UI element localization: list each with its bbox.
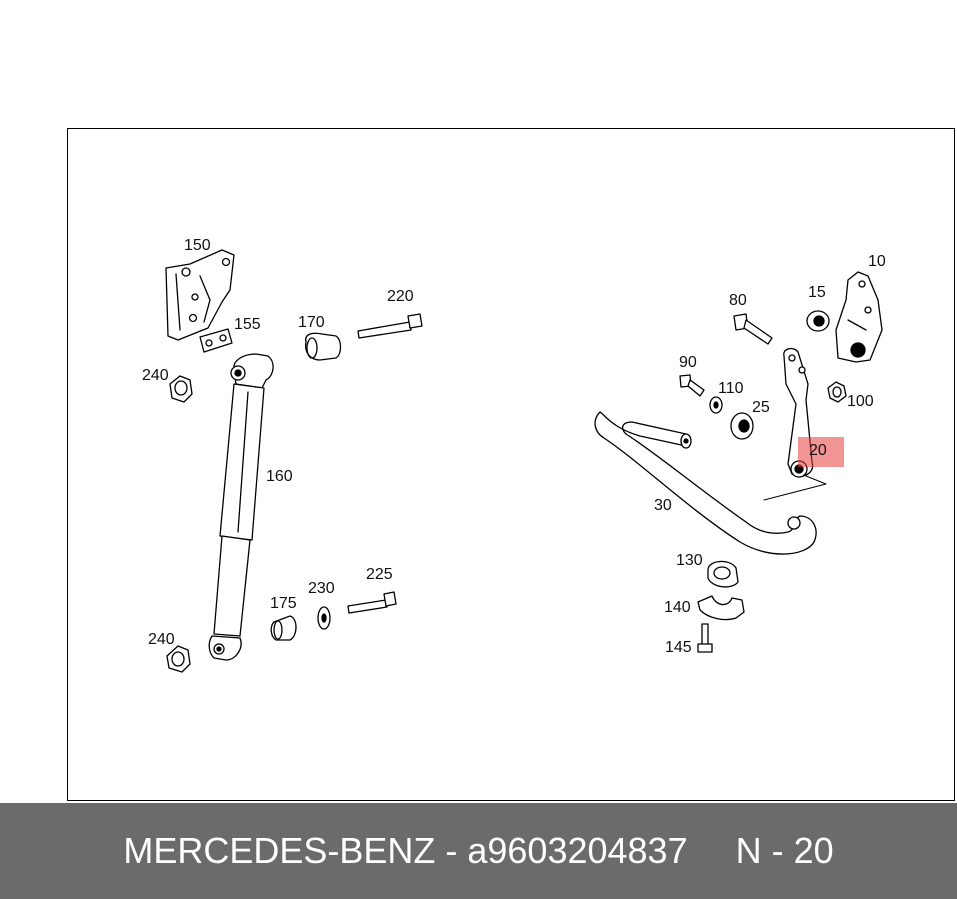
label-225: 225: [366, 566, 393, 583]
label-155: 155: [234, 316, 261, 333]
highlight-part-20: [798, 437, 844, 467]
footer-part-number: a9603204837: [467, 830, 688, 871]
washer-230: [317, 606, 331, 630]
nut-100: [827, 381, 847, 403]
label-240-bottom: 240: [148, 631, 175, 648]
nut-240-top: [169, 375, 193, 403]
plate-155: [199, 328, 233, 353]
bolt-225: [347, 591, 397, 614]
bracket-10: [835, 271, 883, 363]
label-10: 10: [868, 253, 886, 270]
label-130: 130: [676, 552, 703, 569]
label-220: 220: [387, 288, 414, 305]
bushing-170: [304, 332, 342, 361]
footer-brand: MERCEDES-BENZ: [123, 830, 436, 871]
bushing-130: [707, 560, 739, 588]
bracket-150: [165, 249, 235, 341]
footer-caption: MERCEDES-BENZ - a9603204837 N - 20: [0, 803, 957, 899]
label-140: 140: [664, 599, 691, 616]
label-110: 110: [718, 380, 744, 397]
bolt-220: [357, 313, 423, 339]
washer-110: [709, 396, 723, 414]
clamp-140: [697, 595, 745, 621]
label-170: 170: [298, 314, 325, 331]
label-80: 80: [729, 292, 747, 309]
label-230: 230: [308, 580, 335, 597]
bolt-80: [733, 313, 773, 345]
bushing-15: [806, 310, 830, 332]
nut-240-bottom: [166, 645, 191, 673]
stabilizer-bar-30: [594, 411, 817, 555]
label-240-top: 240: [142, 367, 169, 384]
footer-position: N - 20: [735, 830, 834, 871]
bushing-25: [730, 412, 754, 440]
label-15: 15: [808, 284, 826, 301]
shock-absorber-160: [208, 353, 274, 661]
label-100: 100: [847, 393, 874, 410]
label-30: 30: [654, 497, 672, 514]
label-175: 175: [270, 595, 297, 612]
bushing-175: [270, 615, 297, 641]
label-145: 145: [665, 639, 692, 656]
label-160: 160: [266, 468, 293, 485]
label-25: 25: [752, 399, 770, 416]
label-150: 150: [184, 237, 211, 254]
label-20: 20: [809, 442, 827, 459]
label-90: 90: [679, 354, 697, 371]
bolt-145: [697, 623, 713, 653]
footer-separator: -: [435, 830, 468, 871]
bolt-90: [679, 374, 705, 397]
